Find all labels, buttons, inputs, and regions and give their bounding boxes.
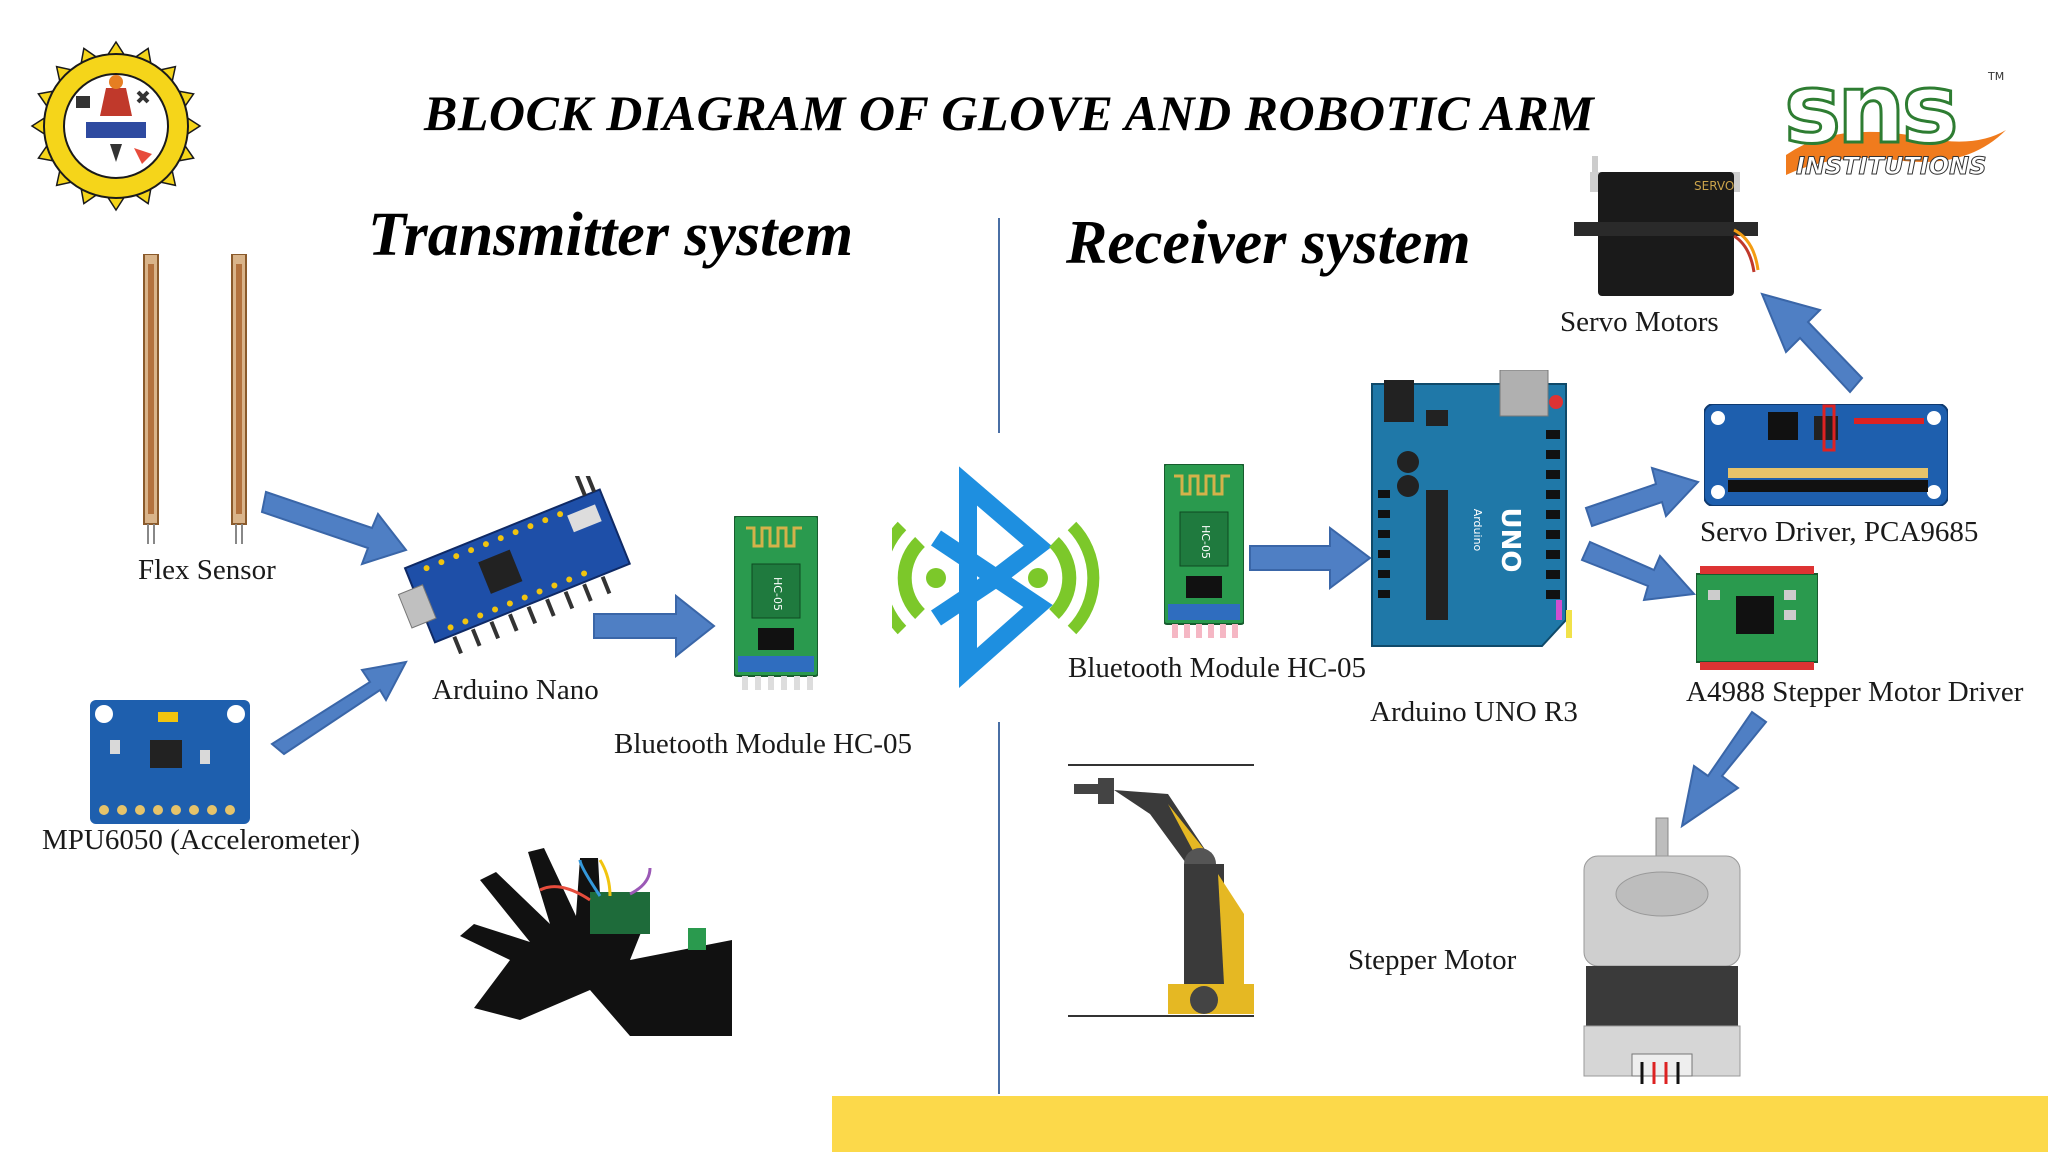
- bt-module-tx-image: HC-05: [734, 516, 818, 690]
- flex-sensor-label: Flex Sensor: [138, 554, 276, 586]
- sns-tm: TM: [1987, 70, 2004, 83]
- servo-mark: SERVO: [1694, 179, 1734, 193]
- servo-motors-label: Servo Motors: [1560, 306, 1719, 338]
- glove-image: [460, 848, 732, 1036]
- sns-wordmark: sns: [1784, 60, 1955, 165]
- stepper-driver-label: A4988 Stepper Motor Driver: [1686, 676, 2024, 708]
- bt-rx-chip-mark: HC-05: [1199, 525, 1212, 559]
- arrow-mpu-to-nano: [270, 660, 408, 756]
- divider-lower: [998, 722, 1000, 1094]
- receiver-heading: Receiver system: [1066, 209, 1471, 277]
- transmitter-heading: Transmitter system: [368, 201, 854, 269]
- servo-motor-image: SERVO: [1574, 156, 1760, 296]
- servo-driver-image: [1704, 404, 1948, 506]
- arrow-driver-to-servo: [1760, 292, 1864, 394]
- stepper-motor-image: [1583, 817, 1741, 1084]
- arduino-nano-label: Arduino Nano: [432, 674, 599, 706]
- bt-module-tx-label: Bluetooth Module HC-05: [614, 728, 913, 760]
- bt-tx-chip-mark: HC-05: [771, 577, 784, 611]
- page-title: BLOCK DIAGRAM OF GLOVE AND ROBOTIC ARM: [424, 85, 1595, 141]
- arrow-bt-to-uno: [1249, 526, 1372, 590]
- robotic-arm-image: [1068, 764, 1254, 1017]
- arduino-board-mark: Arduino: [1471, 509, 1484, 552]
- footer-accent-bar: [832, 1096, 2048, 1152]
- arduino-uno-label: Arduino UNO R3: [1370, 696, 1578, 728]
- bluetooth-icon: [892, 466, 1100, 688]
- arrow-stepper-driver-to-motor: [1680, 710, 1768, 829]
- stepper-motor-label: Stepper Motor: [1348, 944, 1517, 976]
- arrow-flex-to-nano: [260, 490, 408, 566]
- sns-logo: sns INSTITUTIONS TM: [1776, 60, 2016, 190]
- flex-sensor-image: [143, 254, 247, 544]
- sns-institutions: INSTITUTIONS: [1796, 152, 1987, 180]
- college-seal-logo: [30, 40, 202, 212]
- arduino-nano-image: [397, 476, 632, 654]
- arduino-uno-image: UNO Arduino: [1371, 370, 1572, 647]
- mpu6050-label: MPU6050 (Accelerometer): [42, 824, 361, 856]
- divider-upper: [998, 218, 1000, 433]
- arrow-uno-to-stepper-driver: [1580, 540, 1697, 602]
- bt-module-rx-image: HC-05: [1164, 464, 1244, 638]
- bt-module-rx-label: Bluetooth Module HC-05: [1068, 652, 1367, 684]
- stepper-driver-image: [1696, 566, 1818, 670]
- uno-board-mark: UNO: [1495, 508, 1525, 573]
- arrow-uno-to-servo-driver: [1584, 466, 1700, 528]
- mpu6050-image: [90, 700, 250, 824]
- servo-driver-label: Servo Driver, PCA9685: [1700, 516, 1979, 548]
